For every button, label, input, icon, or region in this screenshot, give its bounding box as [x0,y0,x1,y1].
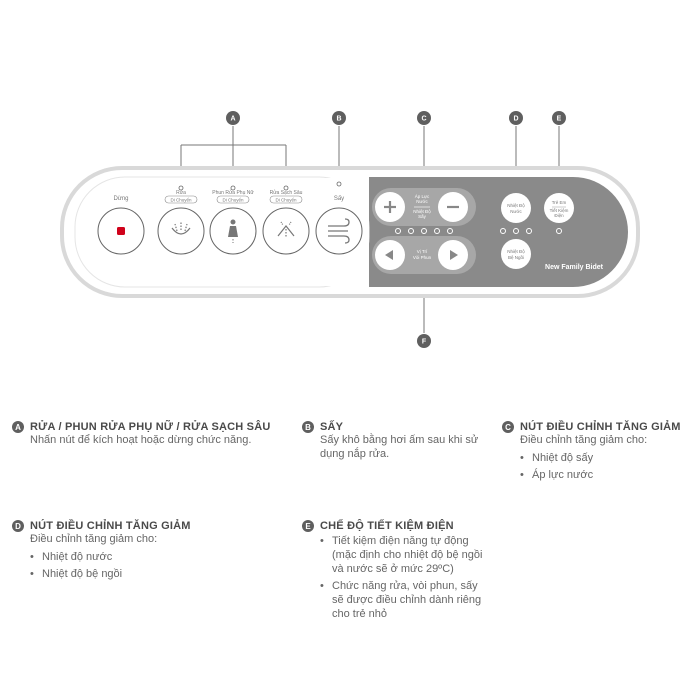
save-text-1: Tiết Kiệm [550,208,569,213]
pressure-text-1: Áp Lực [415,193,430,199]
deep-move-tag: Di Chuyển [275,197,297,203]
list-item: Nhiệt độ sấy [520,451,697,465]
marker-d-letter: D [513,116,518,123]
water-temp-text-2: Nước [510,209,522,214]
section-a-desc: Nhấn nút để kích hoạt hoặc dừng chức năn… [30,434,252,446]
marker-f-letter: F [422,339,427,346]
marker-e-letter: E [557,116,562,123]
plus-icon [384,201,396,213]
water-temp-text-1: Nhiệt Độ [507,203,525,208]
list-item: Tiết kiệm điện năng tự động (mặc định ch… [320,534,487,576]
section-d-title: NÚT ĐIỀU CHỈNH TĂNG GIẢM [30,520,191,532]
dry-temp-text-1: Nhiệt Độ [413,209,431,214]
section-a-marker: A [12,421,24,433]
stop-label: Dừng [113,196,128,202]
section-d-list: Nhiệt độ nước Nhiệt độ bệ ngồi [30,550,242,581]
wash-label: Rửa [176,189,186,196]
section-d-marker: D [12,520,24,532]
child-text: Trẻ Em [552,200,567,205]
position-text-2: Vòi Phun [413,255,432,260]
seat-temp-text-1: Nhiệt Độ [507,249,525,254]
remote-panel-diagram: Dừng Rửa Di Chuyển Phun Rửa Phụ Nữ Di Ch… [60,111,640,348]
section-e-title: CHẾ ĐỘ TIẾT KIỆM ĐIỆN [320,520,454,532]
feminine-wash-icon [228,219,238,243]
wash-move-tag: Di Chuyển [170,197,192,203]
list-item: Nhiệt độ nước [30,550,242,564]
section-e: E CHẾ ĐỘ TIẾT KIỆM ĐIỆN Tiết kiệm điện n… [302,520,487,624]
section-e-list: Tiết kiệm điện năng tự động (mặc định ch… [320,534,487,621]
dry-label: Sấy [334,196,344,202]
list-item: Áp lực nước [520,468,697,482]
wash-button[interactable] [157,207,205,255]
position-text-1: Vị Trí [417,249,428,254]
marker-c [417,111,431,125]
seat-temp-text-2: Bệ Ngồi [508,255,524,260]
power-save-button[interactable] [544,193,574,223]
temp-indicator-dots [500,228,532,234]
marker-e [552,111,566,125]
seat-temp-button[interactable] [501,239,531,269]
list-item: Chức năng rửa, vòi phun, sấy sẽ được điề… [320,579,487,621]
deep-wash-icon [277,221,295,238]
section-c-list: Nhiệt độ sấy Áp lực nước [520,451,697,482]
marker-f [417,334,431,348]
section-e-marker: E [302,520,314,532]
section-a-title: RỬA / PHUN RỬA PHỤ NỮ / RỬA SẠCH SÂU [30,421,271,433]
deep-label: Rửa Sạch Sâu [270,189,303,196]
section-c-title: NÚT ĐIỀU CHỈNH TĂNG GIẢM [520,421,681,433]
feminine-move-tag: Di Chuyển [222,197,244,203]
right-arrow-icon [450,250,458,260]
marker-c-letter: C [421,116,426,123]
wash-icon [171,222,191,235]
marker-a-letter: A [230,116,235,123]
level-indicator-dots [395,228,453,234]
marker-d [509,111,523,125]
brand-text: New Family Bidet [545,264,604,271]
section-b-desc: Sấy khô bằng hơi ấm sau khi sử dụng nắp … [320,434,479,460]
section-d-desc: Điều chỉnh tăng giảm cho: [30,533,158,545]
marker-b [332,111,346,125]
stop-icon [117,227,125,235]
section-b-title: SẤY [320,421,344,433]
section-b-marker: B [302,421,314,433]
section-b: B SẤY Sấy khô bằng hơi ấm sau khi sử dụn… [302,421,482,461]
feminine-label: Phun Rửa Phụ Nữ [212,189,254,196]
marker-b-letter: B [336,116,341,123]
section-d: D NÚT ĐIỀU CHỈNH TĂNG GIẢM Điều chỉnh tă… [12,520,242,584]
power-save-dot [556,228,562,234]
marker-a [226,111,240,125]
list-item: Nhiệt độ bệ ngồi [30,567,242,581]
dry-wind-icon [328,218,350,244]
section-c-marker: C [502,421,514,433]
save-text-2: Điện [554,213,564,218]
water-temp-button[interactable] [501,193,531,223]
pressure-text-2: Nước [416,199,428,204]
section-c-desc: Điều chỉnh tăng giảm cho: [520,434,648,446]
section-c: C NÚT ĐIỀU CHỈNH TĂNG GIẢM Điều chỉnh tă… [502,421,697,485]
section-a: A RỬA / PHUN RỬA PHỤ NỮ / RỬA SẠCH SÂU N… [12,421,292,447]
dry-temp-text-2: Sấy [418,214,427,219]
left-arrow-icon [385,250,393,260]
deep-wash-button[interactable] [262,207,310,255]
